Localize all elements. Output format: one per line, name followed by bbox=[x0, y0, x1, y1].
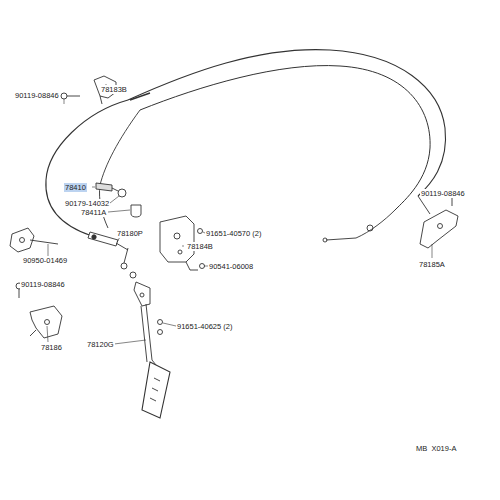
part-number: 90119-08846 bbox=[14, 91, 60, 100]
part-number: 90950-01469 bbox=[22, 256, 68, 265]
part-number: 90119-08846 bbox=[20, 280, 66, 289]
part-number: 90119-08846 bbox=[420, 189, 466, 198]
part-number: 90179-14032 bbox=[64, 199, 110, 208]
part-number: 90541-06008 bbox=[208, 262, 254, 271]
part-number: 78410 bbox=[64, 183, 87, 192]
part-number: 78186 bbox=[40, 343, 63, 352]
part-number: 78180P bbox=[116, 229, 144, 238]
part-number: 91651-40570 (2) bbox=[205, 229, 262, 238]
part-number: 78183B bbox=[100, 85, 128, 94]
part-number: 91651-40625 (2) bbox=[176, 322, 233, 331]
part-number: 78185A bbox=[418, 260, 446, 269]
figure-code: MB X019-A bbox=[415, 444, 457, 453]
part-number: 78184B bbox=[186, 242, 214, 251]
part-number: 78120G bbox=[86, 340, 115, 349]
part-number: 78411A bbox=[80, 208, 107, 217]
